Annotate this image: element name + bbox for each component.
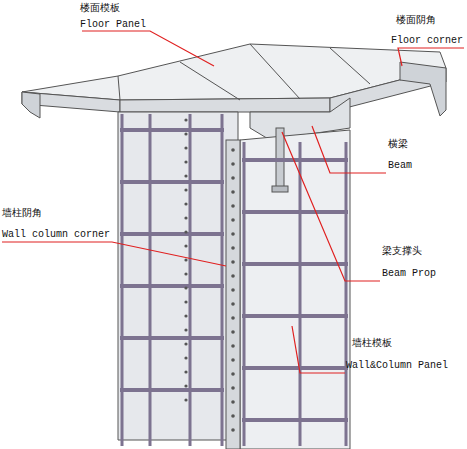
part-label: Wall column corner [2, 229, 110, 241]
part-label: Floor corner [391, 35, 463, 47]
stiffener [221, 114, 224, 446]
hole [231, 218, 235, 222]
hole [231, 302, 235, 306]
hole [184, 146, 187, 149]
part-label: 楼面阴角 [396, 14, 436, 26]
leader-line [2, 242, 226, 266]
hole [231, 400, 235, 404]
rib [120, 388, 224, 392]
rib [242, 366, 348, 370]
rib [242, 314, 348, 318]
hole [184, 314, 187, 317]
hole [184, 118, 187, 121]
floor-edge-front [120, 98, 330, 112]
part-label: Beam [388, 160, 412, 172]
hole [184, 174, 187, 177]
hole [231, 260, 235, 264]
hole [184, 328, 187, 331]
hole [231, 162, 235, 166]
rib [242, 418, 348, 422]
stiffener [189, 114, 192, 446]
hole [231, 176, 235, 180]
part-label: 梁支撑头 [382, 245, 422, 257]
hole [231, 316, 235, 320]
rib [242, 210, 348, 214]
floor-corner-left [22, 92, 40, 118]
panel-seam [250, 44, 300, 99]
rib [120, 232, 224, 236]
hole [184, 188, 187, 191]
wall-panel-left [118, 112, 238, 440]
stiffener [149, 114, 152, 446]
hole [184, 202, 187, 205]
hole [231, 288, 235, 292]
hole [184, 230, 187, 233]
hole [231, 428, 235, 432]
hole [184, 300, 187, 303]
hole [231, 232, 235, 236]
hole [184, 272, 187, 275]
hole [231, 204, 235, 208]
stiffener [121, 114, 124, 446]
rib [242, 262, 348, 266]
stiffener [243, 142, 246, 446]
hole [231, 190, 235, 194]
hole [231, 330, 235, 334]
leader-lines [2, 31, 464, 373]
rib [120, 180, 224, 184]
wall-column-corner [226, 140, 240, 449]
hole [184, 342, 187, 345]
part-label: 横梁 [388, 138, 408, 150]
leader-line [82, 31, 214, 66]
rib [120, 336, 224, 340]
hole [184, 258, 187, 261]
floor-corner [400, 62, 446, 116]
hole [184, 160, 187, 163]
hole [184, 370, 187, 373]
wall-panel-right [240, 130, 350, 449]
hole [184, 216, 187, 219]
hole [231, 148, 235, 152]
beam-prop-head [272, 186, 288, 192]
part-label: Floor Panel [80, 19, 146, 31]
hole [184, 132, 187, 135]
leader-line [312, 126, 386, 173]
hole [231, 372, 235, 376]
part-label: Beam Prop [382, 268, 436, 280]
hole [231, 386, 235, 390]
panel-ribs [120, 114, 348, 446]
hole [231, 344, 235, 348]
hole [184, 398, 187, 401]
hole [231, 246, 235, 250]
leader-line [398, 48, 464, 66]
rib [120, 128, 224, 132]
stiffener [299, 142, 302, 446]
part-label: 墙柱阴角 [2, 207, 42, 219]
hole [231, 414, 235, 418]
hole [231, 274, 235, 278]
hole [184, 384, 187, 387]
panel-seam [118, 76, 120, 100]
rib [120, 284, 224, 288]
pin-holes [184, 118, 234, 431]
hole [184, 286, 187, 289]
hole [184, 356, 187, 359]
part-label: Wall&Column Panel [346, 360, 448, 372]
leader-line [292, 326, 345, 373]
panel-seam [330, 48, 370, 84]
part-label: 楼面模板 [80, 2, 120, 14]
part-label: 墙柱模板 [352, 337, 392, 349]
hole [231, 358, 235, 362]
hole [184, 244, 187, 247]
panel-seam [180, 62, 240, 100]
stiffener [345, 142, 348, 446]
leader-line [282, 132, 380, 281]
